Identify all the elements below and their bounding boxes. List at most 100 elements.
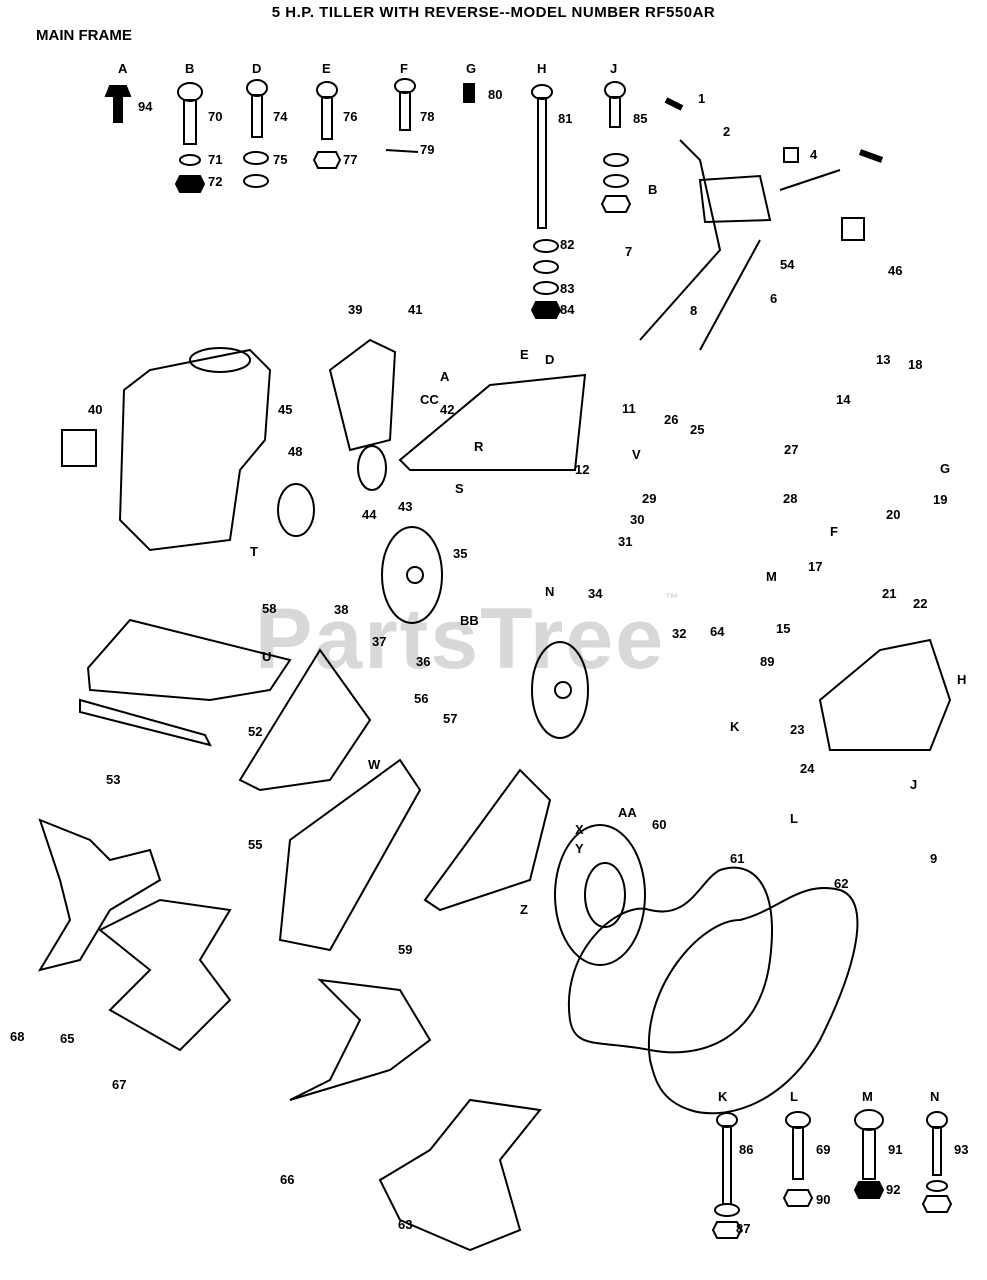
callout-9: 9 <box>930 851 938 866</box>
callout-34: 34 <box>588 586 603 601</box>
belt-cover <box>818 638 952 751</box>
bolt-d <box>243 79 269 188</box>
section-title: MAIN FRAME <box>36 27 132 44</box>
reference-letter-g: G <box>940 461 951 476</box>
reference-letter-bb: BB <box>460 613 479 628</box>
engine <box>61 347 272 552</box>
callout-75: 75 <box>273 152 288 167</box>
callout-76: 76 <box>343 109 358 124</box>
reference-letter-b: B <box>648 182 658 197</box>
callout-39: 39 <box>348 302 363 317</box>
hardware-letter-m: M <box>862 1089 873 1104</box>
frame-brackets <box>277 338 587 537</box>
callout-38: 38 <box>334 602 349 617</box>
callout-36: 36 <box>416 654 431 669</box>
reference-letter-d: D <box>545 352 555 367</box>
callout-25: 25 <box>690 422 705 437</box>
bolt-m <box>853 1109 885 1199</box>
callout-13: 13 <box>876 352 891 367</box>
callout-52: 52 <box>248 724 263 739</box>
callout-22: 22 <box>913 596 928 611</box>
hardware-letter-g: G <box>466 61 477 76</box>
callout-28: 28 <box>783 491 798 506</box>
callout-85: 85 <box>633 111 648 126</box>
callout-69: 69 <box>816 1142 831 1157</box>
callout-92: 92 <box>886 1182 901 1197</box>
belts <box>567 866 859 1115</box>
bolt-b <box>174 82 206 193</box>
reference-letter-v: V <box>632 447 641 462</box>
hardware-letter-l: L <box>790 1089 798 1104</box>
reference-letter-s: S <box>455 481 464 496</box>
bolt-e <box>312 81 342 169</box>
pin-f <box>385 78 419 153</box>
setscrew-g <box>463 83 475 103</box>
callout-84: 84 <box>560 302 575 317</box>
bolt-n <box>921 1111 953 1213</box>
callout-90: 90 <box>816 1192 831 1207</box>
watermark-trademark: ™ <box>665 590 682 606</box>
callout-61: 61 <box>730 851 745 866</box>
reference-letter-n: N <box>545 584 555 599</box>
callout-63: 63 <box>398 1217 413 1232</box>
bolt-k <box>711 1112 743 1239</box>
hardware-letter-d: D <box>252 61 262 76</box>
callout-87: 87 <box>736 1221 751 1236</box>
callout-77: 77 <box>343 152 358 167</box>
callout-44: 44 <box>362 507 377 522</box>
callout-83: 83 <box>560 281 575 296</box>
callout-91: 91 <box>888 1142 903 1157</box>
reference-letter-l: L <box>790 811 798 826</box>
callout-23: 23 <box>790 722 805 737</box>
callout-2: 2 <box>723 124 731 139</box>
callout-86: 86 <box>739 1142 754 1157</box>
callout-45: 45 <box>278 402 293 417</box>
reference-letter-k: K <box>730 719 740 734</box>
callout-64: 64 <box>710 624 725 639</box>
callout-68: 68 <box>10 1029 25 1044</box>
callout-81: 81 <box>558 111 573 126</box>
reference-letter-y: Y <box>575 841 584 856</box>
reference-letter-e: E <box>520 347 529 362</box>
callout-62: 62 <box>834 876 849 891</box>
callout-21: 21 <box>882 586 897 601</box>
callout-18: 18 <box>908 357 923 372</box>
reference-letter-t: T <box>250 544 258 559</box>
callout-58: 58 <box>262 601 277 616</box>
watermark: PartsTree™ <box>255 590 681 689</box>
shield <box>79 618 292 747</box>
callout-17: 17 <box>808 559 823 574</box>
hardware-letter-b: B <box>185 61 195 76</box>
callout-60: 60 <box>652 817 667 832</box>
callout-57: 57 <box>443 711 458 726</box>
callout-27: 27 <box>784 442 799 457</box>
callout-55: 55 <box>248 837 263 852</box>
callout-32: 32 <box>672 626 687 641</box>
reference-letter-w: W <box>368 757 381 772</box>
reference-letter-cc: CC <box>420 392 439 407</box>
callout-31: 31 <box>618 534 633 549</box>
callout-78: 78 <box>420 109 435 124</box>
reference-letter-x: X <box>575 822 584 837</box>
wheel-left <box>381 526 443 624</box>
handle-assembly <box>639 97 884 351</box>
callout-26: 26 <box>664 412 679 427</box>
callout-35: 35 <box>453 546 468 561</box>
callout-80: 80 <box>488 87 503 102</box>
callout-93: 93 <box>954 1142 969 1157</box>
callout-4: 4 <box>810 147 818 162</box>
hardware-letter-e: E <box>322 61 331 76</box>
hardware-letter-j: J <box>610 61 618 76</box>
gear-case <box>278 758 422 952</box>
long-bolt-h <box>530 84 562 319</box>
callout-20: 20 <box>886 507 901 522</box>
callout-59: 59 <box>398 942 413 957</box>
callout-29: 29 <box>642 491 657 506</box>
callout-43: 43 <box>398 499 413 514</box>
callout-24: 24 <box>800 761 815 776</box>
bolt-j <box>600 81 632 213</box>
hardware-letter-h: H <box>537 61 547 76</box>
callout-53: 53 <box>106 772 121 787</box>
callout-66: 66 <box>280 1172 295 1187</box>
